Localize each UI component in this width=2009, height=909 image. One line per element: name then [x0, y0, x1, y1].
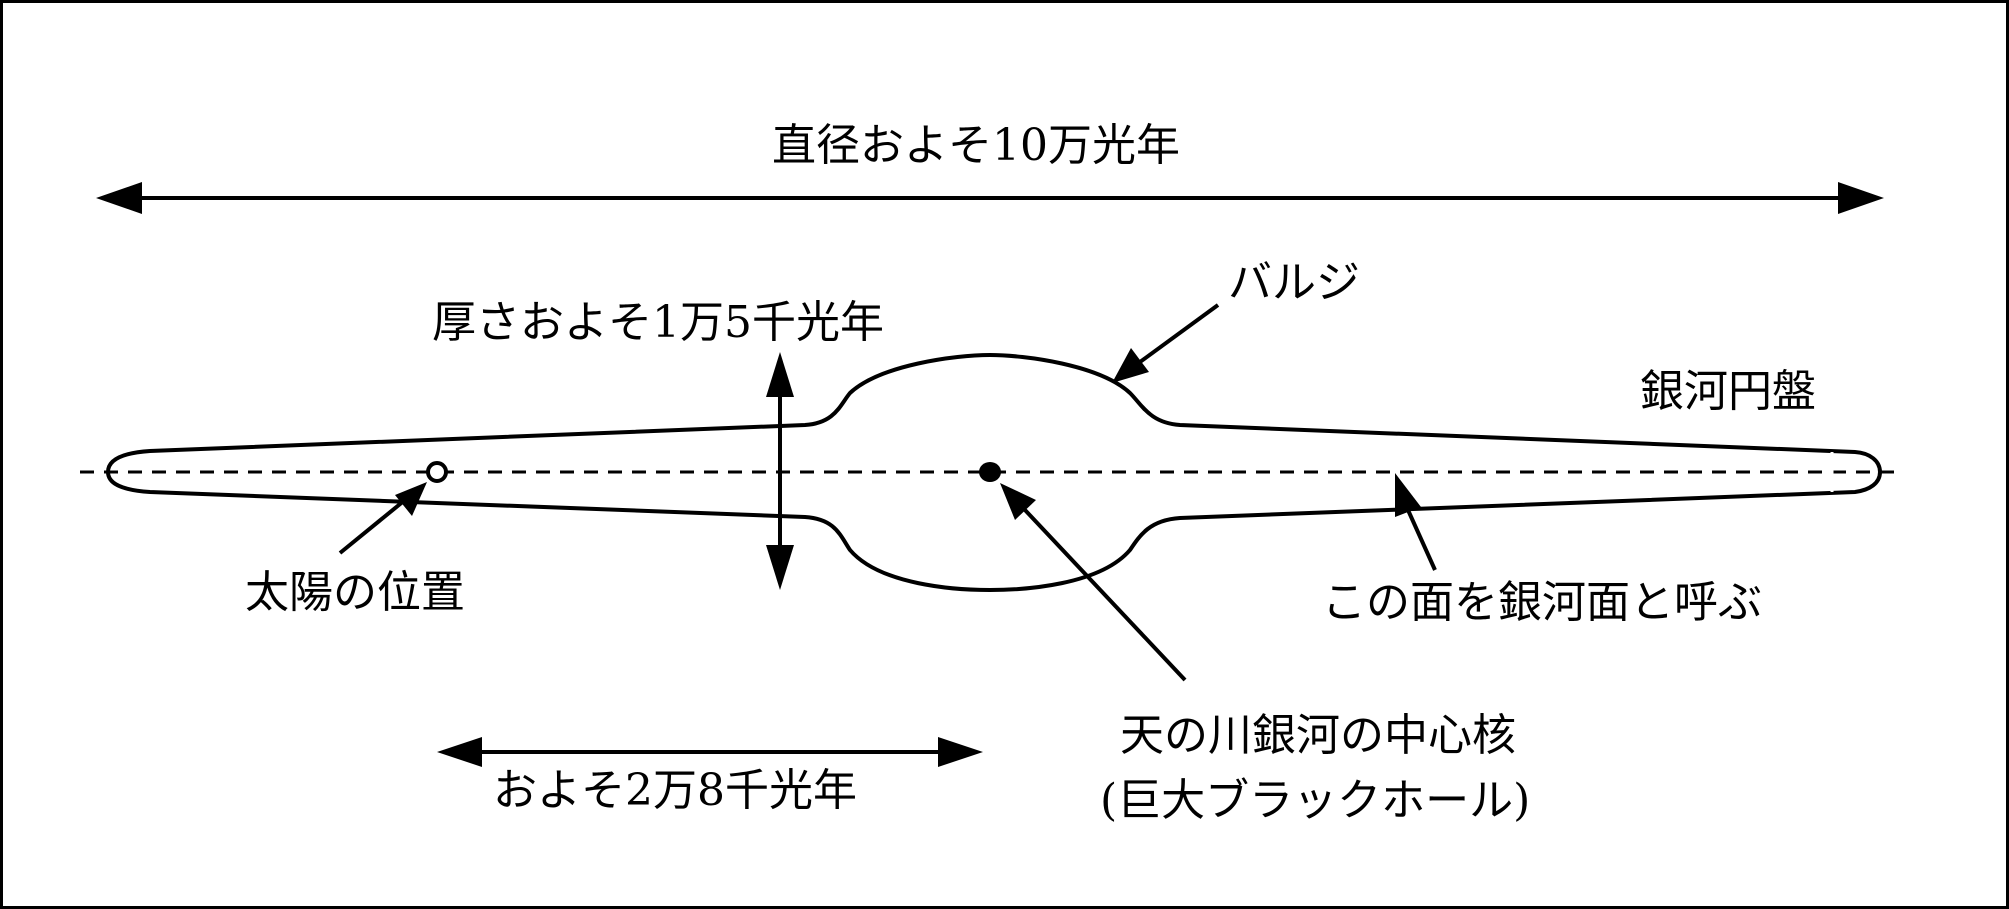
core-marker	[979, 462, 1001, 482]
diameter-arrow	[96, 182, 1884, 214]
sun-pointer	[338, 482, 427, 555]
sun-distance-arrow	[437, 737, 983, 767]
diameter-label: 直径およそ10万光年	[772, 120, 1180, 171]
core-label-line2: (巨大ブラックホール)	[1100, 775, 1530, 826]
bulge-pointer	[1112, 303, 1220, 383]
bulge-label: バルジ	[1228, 257, 1360, 308]
sun-marker	[426, 461, 448, 483]
sun-position-label: 太陽の位置	[245, 567, 465, 618]
galactic-plane-label: この面を銀河面と呼ぶ	[1322, 577, 1762, 628]
disk-label: 銀河円盤	[1640, 366, 1816, 417]
plane-pointer	[1395, 473, 1437, 571]
core-pointer	[1000, 483, 1187, 682]
thickness-arrow	[766, 352, 794, 590]
thickness-label: 厚さおよそ1万5千光年	[432, 297, 884, 348]
core-label-line1: 天の川銀河の中心核	[1120, 710, 1516, 761]
galaxy-outline	[105, 352, 1883, 593]
sun-distance-label: およそ2万8千光年	[493, 765, 857, 816]
